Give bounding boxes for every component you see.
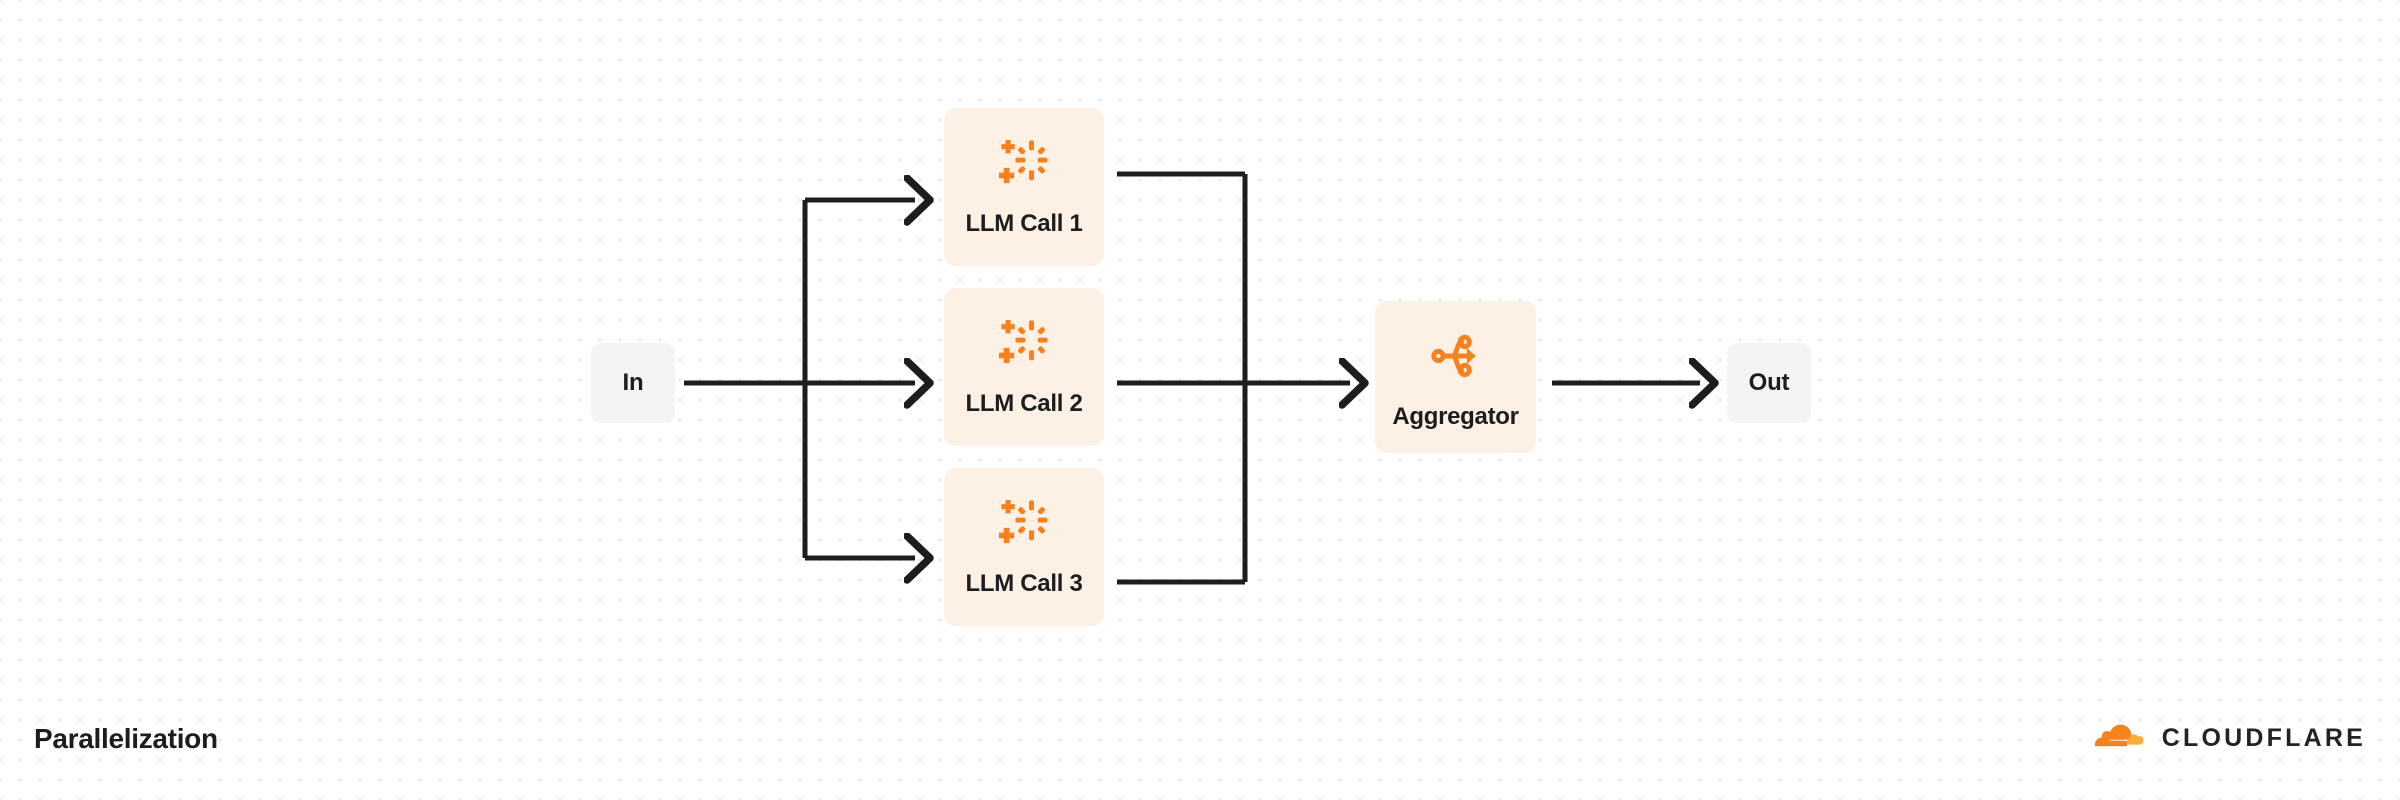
node-out[interactable]: Out xyxy=(1727,343,1811,423)
cloudflare-cloud-icon xyxy=(2094,724,2144,747)
node-llm-call-3[interactable]: LLM Call 3 xyxy=(944,468,1104,626)
ai-sparkle-icon xyxy=(998,139,1048,184)
page-title: Parallelization xyxy=(34,723,218,754)
ai-sparkle-icon xyxy=(998,499,1048,544)
node-llm-call-2-label: LLM Call 2 xyxy=(965,390,1083,417)
node-llm-call-3-label: LLM Call 3 xyxy=(965,570,1083,597)
node-llm-call-1-label: LLM Call 1 xyxy=(965,210,1083,237)
cloudflare-wordmark: CLOUDFLARE xyxy=(2161,723,2366,752)
node-out-label: Out xyxy=(1748,369,1790,396)
aggregator-icon xyxy=(1430,334,1475,378)
node-in-label: In xyxy=(622,369,644,396)
ai-sparkle-icon xyxy=(998,319,1048,364)
node-aggregator[interactable]: Aggregator xyxy=(1375,301,1536,453)
node-aggregator-label: Aggregator xyxy=(1392,403,1519,430)
node-llm-call-2[interactable]: LLM Call 2 xyxy=(944,288,1104,446)
cloudflare-logo: CLOUDFLARE xyxy=(2086,723,2366,753)
node-in[interactable]: In xyxy=(591,343,675,423)
node-llm-call-1[interactable]: LLM Call 1 xyxy=(944,108,1104,266)
